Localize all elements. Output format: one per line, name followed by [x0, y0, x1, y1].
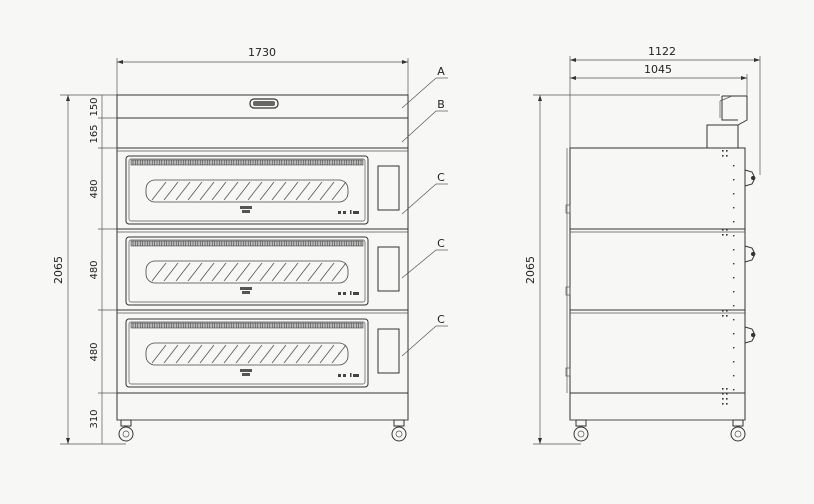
- section-height-480-mid: 480: [89, 260, 100, 279]
- oven-deck-bottom: [125, 318, 400, 388]
- front-total-height-label: 2065: [52, 256, 65, 284]
- front-view: 1730 2065: [52, 46, 448, 445]
- side-wheel-right: [730, 419, 746, 442]
- side-depth-inner-label: 1045: [644, 63, 672, 76]
- svg-text:C: C: [437, 171, 445, 184]
- front-wheel-right: [391, 419, 407, 442]
- oven-deck-top: [125, 155, 400, 225]
- svg-text:A: A: [437, 65, 445, 78]
- side-door-handle-top: [744, 169, 756, 187]
- front-width-label: 1730: [248, 46, 276, 59]
- side-depth-outer-label: 1122: [648, 45, 676, 58]
- control-panel: [377, 328, 400, 374]
- callout-c-top: C: [401, 171, 448, 215]
- callout-c-mid: C: [401, 237, 448, 279]
- control-panel: [377, 165, 400, 211]
- side-wheel-left: [573, 419, 589, 442]
- section-height-310: 310: [89, 409, 100, 428]
- brand-logo: [249, 98, 279, 109]
- side-view: 1122 1045: [524, 45, 761, 445]
- oven-window: [145, 179, 349, 203]
- section-height-480-top: 480: [89, 179, 100, 198]
- callout-b: B: [401, 98, 448, 143]
- svg-text:C: C: [437, 237, 445, 250]
- svg-text:C: C: [437, 313, 445, 326]
- callout-c-bottom: C: [401, 313, 448, 357]
- front-wheel-left: [118, 419, 134, 442]
- side-door-handle-mid: [744, 245, 756, 263]
- section-height-165: 165: [89, 124, 100, 143]
- control-panel: [377, 246, 400, 292]
- section-height-150: 150: [89, 97, 100, 116]
- svg-text:B: B: [437, 98, 445, 111]
- side-total-height-label: 2065: [524, 256, 537, 284]
- callout-a: A: [401, 65, 448, 109]
- section-height-480-bottom: 480: [89, 342, 100, 361]
- oven-window: [145, 342, 349, 366]
- side-door-handle-bottom: [744, 326, 756, 344]
- oven-window: [145, 260, 349, 284]
- oven-deck-middle: [125, 236, 400, 306]
